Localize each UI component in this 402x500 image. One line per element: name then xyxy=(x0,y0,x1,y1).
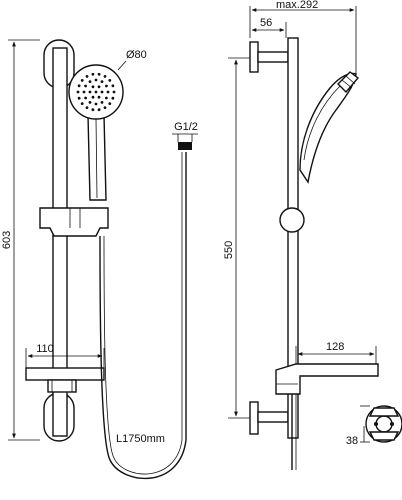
nozzle-dot xyxy=(88,80,92,83)
nozzle-dot xyxy=(94,78,98,82)
dimension-soap-dish-width: 110 xyxy=(25,343,105,368)
nozzle-dot xyxy=(88,101,92,104)
label-bracket-spacing: 550 xyxy=(223,241,235,259)
label-bracket-height: 38 xyxy=(346,435,358,447)
nozzle-dot xyxy=(80,79,84,82)
nozzle-dot xyxy=(91,108,95,112)
label-dish-projection: 128 xyxy=(326,341,344,353)
dimension-total-height: 603 xyxy=(1,39,40,441)
dimension-bracket-spacing: 550 xyxy=(223,57,250,419)
side-view: max.292 56 550 xyxy=(223,0,379,470)
nozzle-dot xyxy=(100,90,104,94)
nozzle-dot xyxy=(108,102,112,105)
nozzle-dot xyxy=(100,80,104,83)
nozzle-dot xyxy=(84,96,87,100)
bottom-wall-plate xyxy=(249,401,259,435)
spray-nozzles xyxy=(76,72,116,112)
label-connector-thread: G1/2 xyxy=(174,121,198,133)
nozzle-dot xyxy=(103,106,107,109)
nozzle-dot xyxy=(97,72,101,76)
nozzle-dot xyxy=(97,85,101,89)
nozzle-dot xyxy=(77,96,81,100)
dimension-max-projection: max.292 xyxy=(249,0,357,80)
rail-side xyxy=(287,37,299,439)
nozzle-dot xyxy=(85,75,89,78)
label-max-projection: max.292 xyxy=(276,0,318,11)
nozzle-dot xyxy=(108,79,112,82)
bracket-detail: 38 xyxy=(346,405,402,447)
nozzle-dot xyxy=(77,84,81,88)
slider-knob xyxy=(279,207,305,233)
nozzle-dot xyxy=(91,72,95,76)
label-total-height: 603 xyxy=(1,231,13,249)
nozzle-dot xyxy=(85,106,89,109)
nozzle-dot xyxy=(91,85,95,89)
rail xyxy=(52,47,68,437)
front-view: 603 110 xyxy=(1,39,198,480)
nozzle-dot xyxy=(97,95,101,99)
nozzle-dot xyxy=(91,95,95,99)
slider xyxy=(39,207,109,237)
hand-shower-side xyxy=(299,71,360,184)
nozzle-dot xyxy=(111,84,115,88)
nozzle-dot xyxy=(80,102,84,105)
nozzle-dot xyxy=(111,96,115,100)
nozzle-dot xyxy=(105,96,108,100)
hand-shower xyxy=(68,64,124,201)
soap-dish xyxy=(25,367,105,393)
soap-dish-side xyxy=(275,363,379,395)
nozzle-dot xyxy=(112,90,116,94)
hose xyxy=(99,152,187,480)
nozzle-dot xyxy=(94,90,98,94)
top-wall-plate xyxy=(249,41,259,73)
dimension-dish-projection: 128 xyxy=(295,341,377,364)
hose-connector: G1/2 xyxy=(172,121,198,150)
nozzle-dot xyxy=(88,90,92,94)
label-wall-offset: 56 xyxy=(260,17,272,29)
nozzle-dot xyxy=(106,90,110,94)
nozzle-dot xyxy=(105,84,108,88)
nozzle-dot xyxy=(100,101,104,104)
label-hose-length: L1750mm xyxy=(116,433,165,445)
nozzle-dot xyxy=(94,102,98,106)
nozzle-dot xyxy=(84,84,87,88)
nozzle-dot xyxy=(82,90,86,94)
nozzle-dot xyxy=(97,108,101,112)
label-soap-dish-width: 110 xyxy=(36,343,54,355)
nozzle-dot xyxy=(76,90,80,94)
nozzle-dot xyxy=(103,75,107,78)
dimension-wall-offset: 56 xyxy=(251,17,287,38)
dimension-bracket-height: 38 xyxy=(346,405,370,447)
label-head-diameter: Ø80 xyxy=(126,49,147,61)
